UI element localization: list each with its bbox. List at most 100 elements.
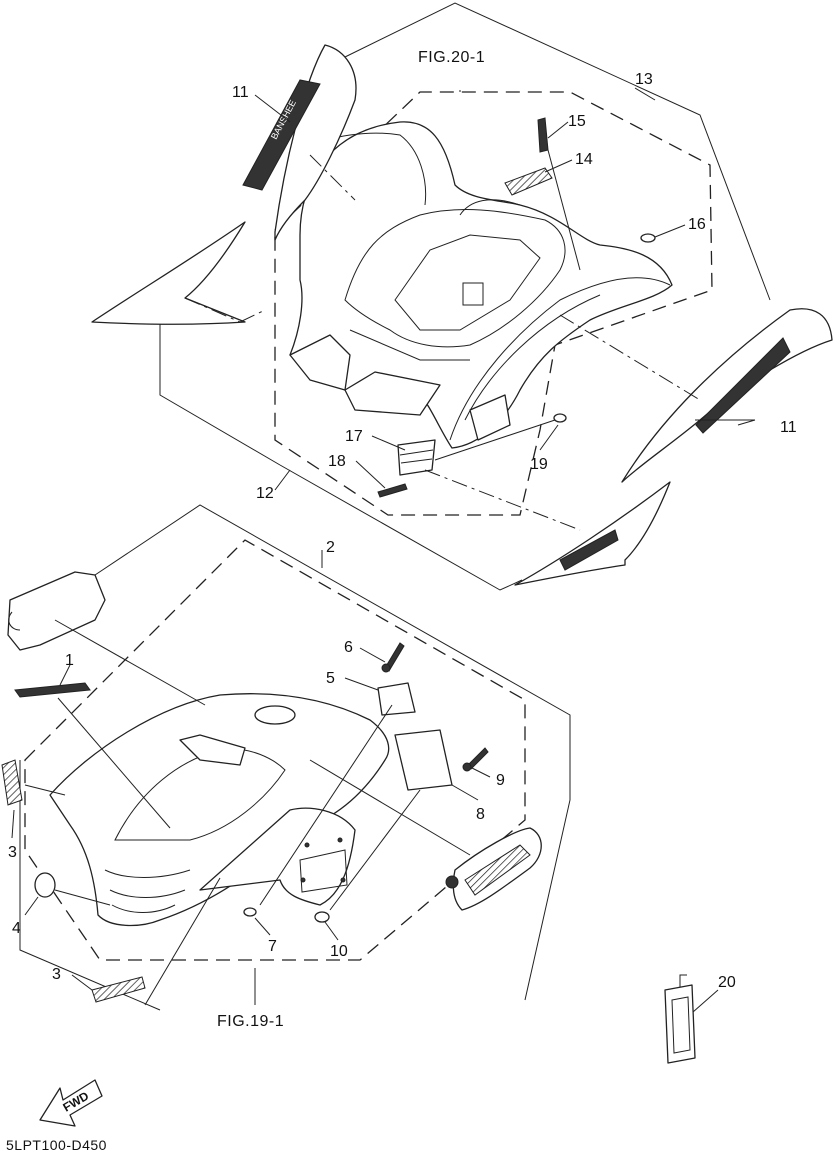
screw-6-head bbox=[381, 663, 391, 673]
assembly-outline-12 bbox=[159, 300, 281, 466]
callout-14: 14 bbox=[575, 151, 593, 168]
leader-callout-7 bbox=[254, 917, 271, 936]
screw-9-head bbox=[462, 762, 472, 772]
callout-19: 19 bbox=[530, 456, 548, 473]
leader-rear-bottom bbox=[424, 469, 581, 531]
leader-callout-13 bbox=[634, 87, 656, 101]
tag-20-hook bbox=[679, 974, 687, 987]
leader-callout-11b bbox=[737, 419, 756, 426]
reflector-4 bbox=[34, 872, 56, 898]
callout-6: 6 bbox=[344, 639, 353, 656]
plate-5 bbox=[377, 682, 416, 716]
callout-20: 20 bbox=[718, 974, 736, 991]
front-fender-assembly bbox=[1, 504, 696, 1064]
battery-box bbox=[394, 234, 541, 331]
callout-3-lower: 3 bbox=[52, 966, 61, 983]
battery-terminal bbox=[462, 282, 484, 306]
screw-18 bbox=[377, 483, 408, 498]
callout-2: 2 bbox=[326, 539, 335, 556]
rear-bottom-decal bbox=[514, 481, 671, 586]
tank-top bbox=[114, 748, 286, 841]
leader-11-chain bbox=[309, 154, 356, 201]
callout-11-right: 11 bbox=[780, 419, 797, 436]
fwd-arrow-icon: FWD bbox=[39, 1079, 103, 1127]
callout-7: 7 bbox=[268, 938, 277, 955]
tag-20 bbox=[664, 984, 696, 1064]
assembly-outline-13 bbox=[344, 2, 771, 301]
leader-4 bbox=[54, 889, 111, 906]
leader-callout-10 bbox=[324, 921, 339, 941]
decal-3-lower bbox=[91, 976, 146, 1003]
rear-left-fender-decal bbox=[91, 221, 246, 325]
leader-callout-9 bbox=[471, 767, 491, 778]
leader-front-cover bbox=[309, 759, 471, 856]
plate-17 bbox=[397, 439, 436, 476]
decal-3-upper bbox=[1, 759, 23, 806]
callout-15: 15 bbox=[568, 113, 586, 130]
tank-ribs bbox=[104, 869, 191, 913]
leader-rear-left-decal-2 bbox=[239, 309, 266, 323]
fender-left-flap bbox=[289, 334, 351, 391]
leader-top-decal bbox=[54, 619, 206, 706]
fig19-dashed-box bbox=[24, 539, 526, 961]
leader-callout-3a bbox=[11, 809, 15, 839]
callout-4: 4 bbox=[12, 920, 21, 937]
rivet bbox=[337, 837, 343, 843]
fuel-cap bbox=[254, 705, 296, 725]
rivet bbox=[304, 842, 310, 848]
leader-callout-1 bbox=[59, 664, 71, 686]
leader-callout-5 bbox=[344, 677, 379, 691]
callout-10: 10 bbox=[330, 943, 348, 960]
drawing-code: 5LPT100-D450 bbox=[6, 1137, 107, 1153]
callout-11-left: 11 bbox=[232, 84, 249, 101]
washer-7 bbox=[243, 907, 257, 917]
leader-callout-17 bbox=[371, 435, 406, 451]
front-top-decal-curve bbox=[8, 611, 21, 631]
tail-top bbox=[459, 199, 521, 216]
screw-15 bbox=[537, 117, 549, 153]
tag-20-inner bbox=[671, 996, 691, 1054]
rivet bbox=[340, 877, 346, 883]
fender-edge-line bbox=[349, 329, 470, 361]
plate-8 bbox=[394, 729, 453, 791]
leader-3-lower bbox=[144, 877, 221, 1006]
washer-16 bbox=[640, 233, 656, 243]
leader-3-upper bbox=[24, 784, 66, 796]
callout-17: 17 bbox=[345, 428, 363, 445]
leader-rear-right bbox=[559, 314, 701, 401]
callout-12: 12 bbox=[256, 485, 274, 502]
leader-15 bbox=[547, 149, 581, 271]
callout-9: 9 bbox=[496, 772, 505, 789]
assembly-outline-2 bbox=[94, 504, 571, 1001]
front-cover-print bbox=[464, 844, 531, 896]
fig-ref-rear: FIG.20-1 bbox=[418, 49, 485, 66]
callout-5: 5 bbox=[326, 670, 335, 687]
leader-8 bbox=[329, 789, 421, 911]
leader-callout-20 bbox=[692, 989, 719, 1013]
callout-labels: FIG.20-1 FIG.19-1 11 11 13 15 14 16 17 1… bbox=[8, 49, 797, 1030]
callout-3-upper: 3 bbox=[8, 844, 17, 861]
leader-callout-16 bbox=[654, 224, 686, 238]
rivet bbox=[300, 877, 306, 883]
leader-callout-18 bbox=[355, 460, 386, 489]
washer-10 bbox=[314, 911, 330, 923]
leader-callout-4 bbox=[24, 896, 39, 916]
callout-8: 8 bbox=[476, 806, 485, 823]
rear-fender-assembly: BANSHEE bbox=[91, 2, 833, 591]
leader-callout-11a bbox=[254, 94, 291, 123]
leader-callout-6 bbox=[359, 647, 386, 663]
leader-5 bbox=[259, 704, 393, 906]
decal-1 bbox=[14, 682, 91, 698]
rear-fender-body bbox=[289, 121, 673, 449]
rear-bottom-decal-print bbox=[559, 529, 619, 571]
fender-inner-arc bbox=[464, 294, 601, 421]
leader-rear-left-decal bbox=[184, 297, 241, 323]
fender-outer-arc bbox=[449, 277, 671, 441]
callout-leaders bbox=[11, 87, 756, 1013]
leader-callout-3b bbox=[71, 974, 93, 991]
washer-19 bbox=[553, 413, 567, 423]
tank-bracket bbox=[179, 734, 246, 766]
rear-right-decal-11 bbox=[695, 337, 791, 434]
assembly-outline-bottom bbox=[279, 464, 523, 591]
